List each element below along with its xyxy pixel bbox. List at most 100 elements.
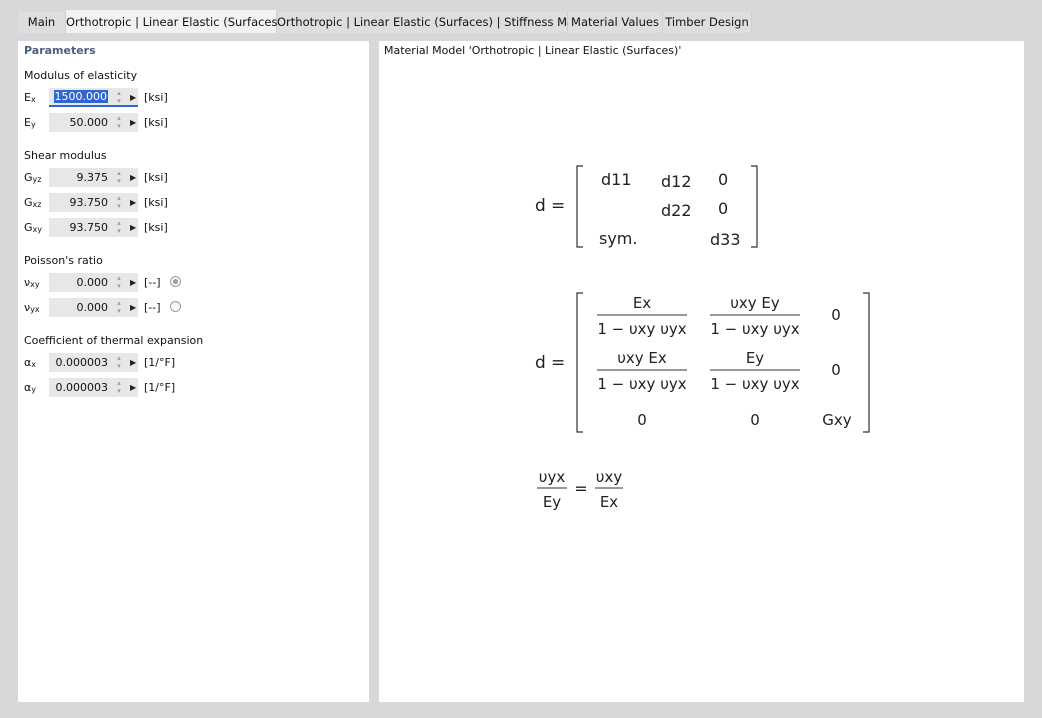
tab-material-values[interactable]: Material Values bbox=[568, 12, 663, 33]
vxy-input[interactable]: 0.000 bbox=[49, 273, 138, 292]
eq1-d22: d22 bbox=[661, 201, 692, 220]
vxy-label: νxy bbox=[24, 276, 40, 289]
vyx-input[interactable]: 0.000 bbox=[49, 298, 138, 317]
ex-arrow-icon[interactable]: ▶ bbox=[130, 93, 137, 102]
ey-arrow-icon[interactable]: ▶ bbox=[130, 118, 137, 127]
eq3-right-den: Ex bbox=[600, 493, 618, 511]
vyx-arrow-icon[interactable]: ▶ bbox=[130, 303, 137, 312]
eq2-lhs: d bbox=[535, 353, 546, 373]
alpha-x-spinner[interactable]: ▴▾ bbox=[117, 354, 121, 370]
gxy-arrow-icon[interactable]: ▶ bbox=[130, 223, 137, 232]
eq1-lhs: d bbox=[535, 196, 546, 216]
eq2-den-21: 1 − υxy υyx bbox=[597, 375, 686, 393]
alpha-x-value: 0.000003 bbox=[55, 356, 109, 369]
eq1-d12: d12 bbox=[661, 172, 692, 191]
material-model-title: Material Model 'Orthotropic | Linear Ela… bbox=[384, 44, 682, 57]
tab-main[interactable]: Main bbox=[18, 12, 66, 33]
vxy-spinner[interactable]: ▴▾ bbox=[117, 274, 121, 290]
equation-3: υyx Ey = υxy Ex bbox=[537, 468, 623, 511]
gxz-input[interactable]: 93.750 bbox=[49, 193, 138, 212]
alpha-x-unit: [1/°F] bbox=[144, 356, 176, 369]
gxz-arrow-icon[interactable]: ▶ bbox=[130, 198, 137, 207]
alpha-x-arrow-icon[interactable]: ▶ bbox=[130, 358, 137, 367]
gyz-arrow-icon[interactable]: ▶ bbox=[130, 173, 137, 182]
ex-unit: [ksi] bbox=[144, 91, 168, 104]
ey-value: 50.000 bbox=[69, 116, 109, 129]
gyz-spinner[interactable]: ▴▾ bbox=[117, 169, 121, 185]
gyz-unit: [ksi] bbox=[144, 171, 168, 184]
gxz-spinner[interactable]: ▴▾ bbox=[117, 194, 121, 210]
eq1-d11: d11 bbox=[601, 170, 632, 189]
tab-stiffness-matrix[interactable]: Orthotropic | Linear Elastic (Surfaces) … bbox=[277, 12, 593, 33]
gxy-value: 93.750 bbox=[69, 221, 109, 234]
gyz-value: 9.375 bbox=[76, 171, 109, 184]
material-model-panel: Material Model 'Orthotropic | Linear Ela… bbox=[379, 41, 1024, 702]
vyx-value: 0.000 bbox=[76, 301, 109, 314]
ex-label: Ex bbox=[24, 91, 36, 104]
gxz-value: 93.750 bbox=[69, 196, 109, 209]
eq1-sym: sym. bbox=[599, 229, 637, 248]
shear-group-title: Shear modulus bbox=[24, 149, 107, 162]
gxy-label: Gxy bbox=[24, 221, 42, 234]
parameters-panel: Parameters Modulus of elasticity Ex 1500… bbox=[18, 41, 369, 702]
ey-unit: [ksi] bbox=[144, 116, 168, 129]
eq2-zero-13: 0 bbox=[831, 306, 841, 324]
eq3-left-num: υyx bbox=[539, 468, 566, 486]
eq2-zero-31: 0 bbox=[637, 411, 647, 429]
vxy-value: 0.000 bbox=[76, 276, 109, 289]
vxy-radio[interactable] bbox=[170, 276, 181, 287]
gxy-spinner[interactable]: ▴▾ bbox=[117, 219, 121, 235]
eq1-d33: d33 bbox=[710, 230, 741, 249]
alpha-y-label: αy bbox=[24, 381, 36, 394]
ey-spinner[interactable]: ▴▾ bbox=[117, 114, 121, 130]
equation-1: d = d11 d12 0 d22 0 sym. d33 bbox=[535, 165, 758, 249]
eq3-left-den: Ey bbox=[543, 493, 561, 511]
gyz-input[interactable]: 9.375 bbox=[49, 168, 138, 187]
gxy-input[interactable]: 93.750 bbox=[49, 218, 138, 237]
tab-timber-design[interactable]: Timber Design bbox=[663, 12, 752, 33]
ex-input[interactable]: 1500.000 bbox=[49, 88, 138, 107]
eq1-zero-13: 0 bbox=[718, 170, 728, 189]
eq2-den-11: 1 − υxy υyx bbox=[597, 320, 686, 338]
alpha-y-arrow-icon[interactable]: ▶ bbox=[130, 383, 137, 392]
parameters-title: Parameters bbox=[24, 44, 96, 57]
vyx-radio[interactable] bbox=[170, 301, 181, 312]
eq1-zero-23: 0 bbox=[718, 199, 728, 218]
alpha-y-spinner[interactable]: ▴▾ bbox=[117, 379, 121, 395]
alpha-x-input[interactable]: 0.000003 bbox=[49, 353, 138, 372]
modulus-group-title: Modulus of elasticity bbox=[24, 69, 138, 82]
alpha-y-value: 0.000003 bbox=[55, 381, 109, 394]
alpha-x-label: αx bbox=[24, 356, 36, 369]
ex-value: 1500.000 bbox=[53, 90, 108, 103]
formula-canvas: d = d11 d12 0 d22 0 sym. d33 d = Ex 1 − … bbox=[535, 165, 870, 511]
vyx-unit: [--] bbox=[144, 301, 161, 314]
eq2-gxy: Gxy bbox=[822, 411, 852, 429]
thermal-group-title: Coefficient of thermal expansion bbox=[24, 334, 204, 347]
eq2-equals: = bbox=[551, 353, 565, 373]
eq2-left-bracket bbox=[576, 292, 583, 433]
gxz-label: Gxz bbox=[24, 196, 42, 209]
equation-2: d = Ex 1 − υxy υyx υxy Ey 1 − υxy υyx 0 … bbox=[535, 292, 870, 433]
alpha-y-input[interactable]: 0.000003 bbox=[49, 378, 138, 397]
vxy-arrow-icon[interactable]: ▶ bbox=[130, 278, 137, 287]
gxy-unit: [ksi] bbox=[144, 221, 168, 234]
eq2-num-11: Ex bbox=[633, 294, 651, 312]
eq2-zero-23: 0 bbox=[831, 361, 841, 379]
eq1-left-bracket bbox=[576, 165, 583, 248]
poisson-group-title: Poisson's ratio bbox=[24, 254, 103, 267]
tab-bar: Main Orthotropic | Linear Elastic (Surfa… bbox=[0, 0, 1042, 33]
ey-input[interactable]: 50.000 bbox=[49, 113, 138, 132]
vyx-spinner[interactable]: ▴▾ bbox=[117, 299, 121, 315]
eq2-num-22: Ey bbox=[746, 349, 764, 367]
vyx-label: νyx bbox=[24, 301, 40, 314]
ex-spinner[interactable]: ▴▾ bbox=[117, 89, 121, 105]
tab-orthotropic-linear-elastic[interactable]: Orthotropic | Linear Elastic (Surfaces) bbox=[66, 10, 282, 33]
alpha-y-unit: [1/°F] bbox=[144, 381, 176, 394]
eq2-den-12: 1 − υxy υyx bbox=[710, 320, 799, 338]
eq2-num-21: υxy Ex bbox=[617, 349, 667, 367]
eq2-den-22: 1 − υxy υyx bbox=[710, 375, 799, 393]
eq2-right-bracket bbox=[863, 292, 870, 433]
gyz-label: Gyz bbox=[24, 171, 42, 184]
eq3-right-num: υxy bbox=[596, 468, 623, 486]
eq3-equals: = bbox=[574, 479, 587, 498]
